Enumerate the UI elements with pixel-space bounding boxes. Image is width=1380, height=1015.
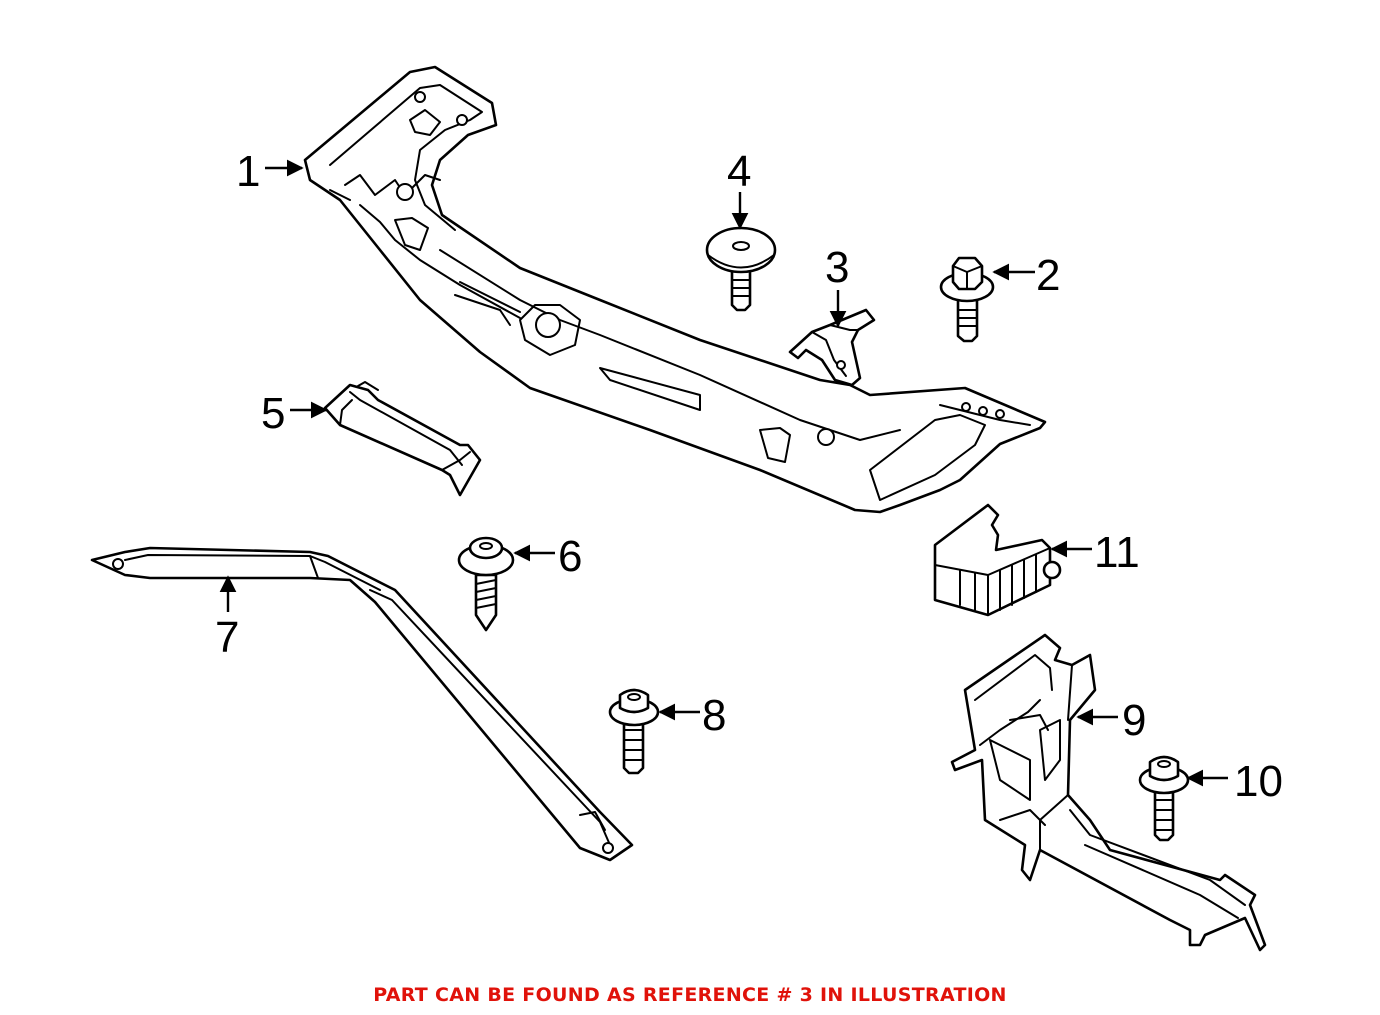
part-2-hex-bolt[interactable]	[939, 256, 995, 343]
callout-labels: 1 2 3 4 5 6 7 8 9 10 11	[215, 147, 1283, 806]
callout-9: 9	[1122, 696, 1146, 745]
reference-note: PART CAN BE FOUND AS REFERENCE # 3 IN IL…	[373, 984, 1007, 1006]
part-8-bolt[interactable]	[608, 688, 660, 775]
part-9-bracket-assembly[interactable]	[950, 633, 1267, 952]
part-1-support-bar[interactable]	[303, 65, 1047, 514]
callout-3: 3	[825, 243, 849, 292]
part-6-screw[interactable]	[457, 536, 515, 632]
callout-10: 10	[1234, 757, 1283, 806]
callout-2: 2	[1036, 251, 1060, 300]
part-5-bracket[interactable]	[323, 381, 482, 497]
callout-arrows	[219, 159, 1228, 787]
callout-7: 7	[215, 613, 239, 662]
callout-8: 8	[702, 691, 726, 740]
callout-1: 1	[236, 147, 260, 196]
part-7-strut[interactable]	[90, 546, 634, 862]
part-11-bracket-block[interactable]	[933, 503, 1062, 617]
callout-6: 6	[558, 532, 582, 581]
part-10-bolt[interactable]	[1138, 755, 1190, 842]
callout-4: 4	[727, 147, 751, 196]
callout-5: 5	[261, 389, 285, 438]
callout-11: 11	[1094, 528, 1140, 577]
part-4-push-pin[interactable]	[705, 226, 777, 312]
